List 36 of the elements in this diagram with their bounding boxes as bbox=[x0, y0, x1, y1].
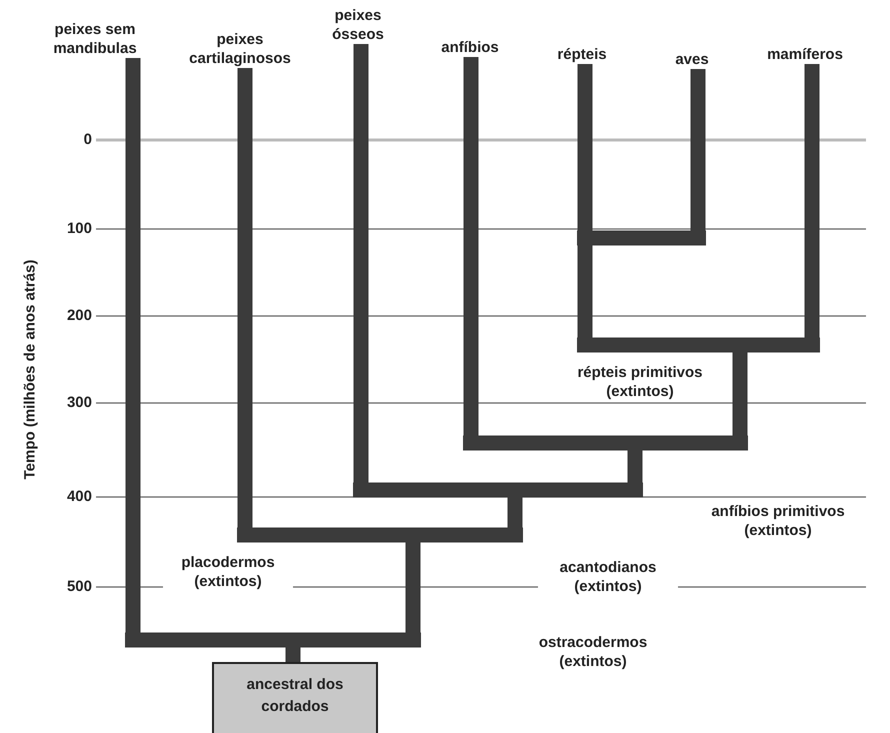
branch-line bbox=[464, 57, 478, 436]
axis-tick-label: 0 bbox=[82, 131, 92, 149]
branch-line bbox=[628, 450, 642, 482]
branch-bar bbox=[125, 632, 421, 648]
taxon-label: mamíferos bbox=[755, 45, 855, 64]
branch-line bbox=[804, 64, 820, 338]
extinct-group-label: acantodianos (extintos) bbox=[538, 558, 678, 596]
taxon-label: anfíbios bbox=[425, 38, 515, 57]
branch-line bbox=[286, 648, 300, 662]
axis-tick-label: 100 bbox=[66, 220, 92, 238]
taxon-label: aves bbox=[662, 50, 722, 69]
axis-tick-label: 500 bbox=[66, 578, 92, 596]
branch-line bbox=[578, 246, 592, 338]
branch-line bbox=[406, 542, 420, 632]
axis-tick-label: 300 bbox=[66, 394, 92, 412]
branch-line bbox=[690, 69, 706, 230]
axis-title: Tempo (milhões de anos atrás) bbox=[20, 258, 40, 482]
branch-line bbox=[578, 64, 592, 230]
taxon-label: peixes sem mandibulas bbox=[38, 20, 152, 58]
taxon-label: répteis bbox=[542, 45, 622, 64]
branch-line bbox=[354, 44, 368, 482]
branch-bar bbox=[577, 338, 820, 352]
branch-bar bbox=[353, 482, 643, 498]
branch-bar bbox=[463, 436, 748, 450]
branch-line bbox=[508, 498, 522, 528]
branch-line bbox=[732, 352, 748, 436]
axis-tick-label: 200 bbox=[66, 307, 92, 325]
ancestor-box: ancestral dos cordados bbox=[212, 662, 378, 733]
branch-bar bbox=[577, 230, 706, 246]
taxon-label: peixes cartilaginosos bbox=[175, 30, 305, 68]
axis-tick-label: 400 bbox=[66, 488, 92, 506]
extinct-group-label: placodermos (extintos) bbox=[163, 553, 293, 591]
branch-line bbox=[238, 68, 252, 528]
taxon-label: peixes ósseos bbox=[323, 6, 393, 44]
branch-line bbox=[126, 58, 140, 632]
branch-bar bbox=[237, 528, 523, 542]
